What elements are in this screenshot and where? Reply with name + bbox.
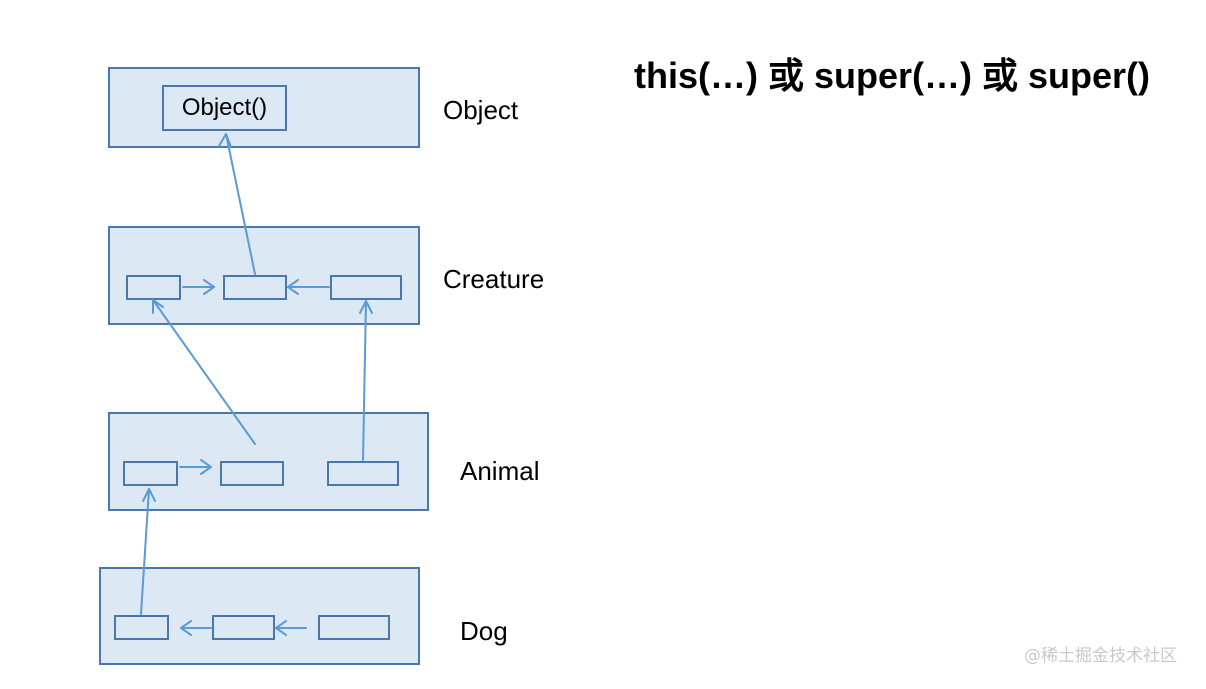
- dog-constructor-2: [212, 615, 275, 640]
- dog-constructor-3: [318, 615, 390, 640]
- animal-constructor-3: [327, 461, 399, 486]
- object-constructor-box: Object(): [162, 85, 287, 131]
- slide-title: this(…) 或 super(…) 或 super(): [634, 55, 1151, 96]
- object-constructor-label: Object(): [181, 94, 268, 121]
- animal-class-label: Animal: [460, 456, 540, 486]
- object-class-label: Object: [443, 95, 519, 125]
- creature-constructor-1: [126, 275, 181, 300]
- animal-constructor-1: [123, 461, 178, 486]
- dog-constructor-1: [114, 615, 169, 640]
- creature-class-label: Creature: [443, 264, 545, 294]
- creature-constructor-3: [330, 275, 402, 300]
- watermark: @稀土掘金技术社区: [1024, 646, 1177, 666]
- dog-class-label: Dog: [460, 616, 508, 646]
- animal-constructor-2: [220, 461, 284, 486]
- creature-constructor-2: [223, 275, 287, 300]
